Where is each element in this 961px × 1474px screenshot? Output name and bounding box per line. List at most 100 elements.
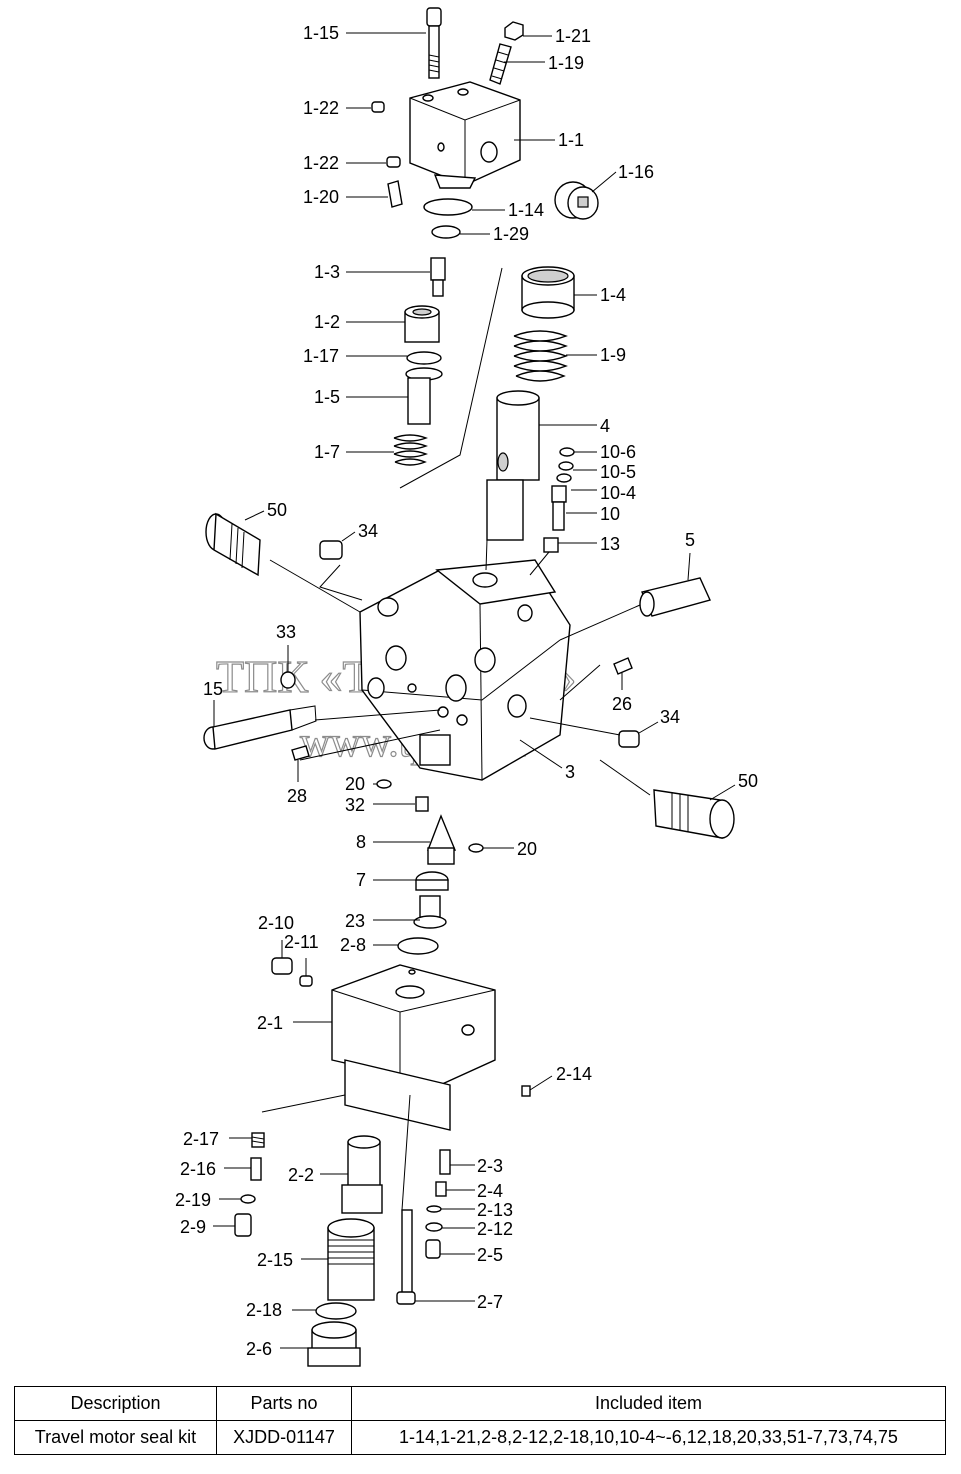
label-2-7: 2-7	[477, 1292, 503, 1312]
label-2-17: 2-17	[183, 1129, 219, 1149]
pin-28-part	[291, 745, 310, 761]
spool-4-part	[486, 390, 540, 541]
label-1-4: 1-4	[600, 285, 626, 305]
stud-1-19-part	[489, 43, 512, 85]
fitting-50a-part	[205, 512, 261, 577]
oring-10-5-part	[558, 461, 574, 471]
plug-2-11-part	[299, 975, 313, 987]
label-2-5: 2-5	[477, 1245, 503, 1265]
block-2-1-part	[331, 964, 496, 1131]
label-1-19: 1-19	[548, 53, 584, 73]
pin-10-part	[551, 485, 567, 531]
seal-kit-table: Description Parts no Included item Trave…	[14, 1386, 946, 1455]
label-1-22a: 1-22	[303, 98, 339, 118]
oring-1-29-part	[431, 225, 461, 239]
plug-23-part	[413, 895, 447, 929]
spacer-32-part	[415, 796, 429, 812]
main-block-3-part	[359, 559, 571, 781]
oring-2-8-part	[397, 937, 439, 955]
label-1-15: 1-15	[303, 23, 339, 43]
label-2-1: 2-1	[257, 1013, 283, 1033]
cap-1-2-part	[404, 305, 440, 343]
label-2-9: 2-9	[180, 1217, 206, 1237]
label-50b: 50	[738, 771, 758, 791]
label-1-9: 1-9	[600, 345, 626, 365]
label-2-14: 2-14	[556, 1064, 592, 1084]
exploded-parts-diagram: ТПК «Техно-Сиб» www.tpkts.ru	[175, 7, 758, 1367]
pin-1-20-part	[387, 180, 403, 208]
header-description: Description	[14, 1386, 217, 1421]
header-included-item: Included item	[351, 1386, 946, 1421]
plug-2-9-part	[234, 1213, 252, 1237]
bottom-valve-group	[234, 937, 531, 1367]
label-2-18: 2-18	[246, 1300, 282, 1320]
fitting-50b-part	[653, 789, 735, 839]
table-header-row: Description Parts no Included item	[14, 1386, 946, 1421]
label-32: 32	[345, 795, 365, 815]
label-5: 5	[685, 530, 695, 550]
label-8: 8	[356, 832, 366, 852]
plug-34a-part	[319, 540, 343, 560]
label-3: 3	[565, 762, 575, 782]
label-10-4: 10-4	[600, 483, 636, 503]
label-4: 4	[600, 416, 610, 436]
cell-parts-no: XJDD-01147	[216, 1420, 352, 1455]
label-13: 13	[600, 534, 620, 554]
oring-2-12-part	[425, 1222, 443, 1232]
spacer-13-part	[543, 537, 559, 553]
plug-34b-part	[618, 730, 640, 748]
label-26: 26	[612, 694, 632, 714]
poppet-1-5-part	[405, 367, 443, 425]
pin-1-3-part	[430, 257, 446, 297]
plug-2-10-part	[271, 957, 293, 975]
oring-2-13-part	[426, 1205, 442, 1213]
oring-1-14-part	[423, 198, 473, 216]
label-1-21: 1-21	[555, 26, 591, 46]
label-34b: 34	[660, 707, 680, 727]
label-1-1: 1-1	[558, 130, 584, 150]
pin-26-part	[613, 657, 633, 675]
spring-1-9-part	[513, 330, 568, 382]
label-2-13: 2-13	[477, 1200, 513, 1220]
plug-8-part	[426, 814, 457, 865]
label-2-16: 2-16	[180, 1159, 216, 1179]
spring-2-17-part	[251, 1132, 265, 1148]
plug-1-22b-part	[386, 156, 401, 168]
spring-1-7-part	[393, 434, 428, 466]
ring-7-part	[415, 871, 449, 891]
sleeve-1-4-part	[521, 266, 575, 319]
label-23: 23	[345, 911, 365, 931]
plug-1-16-part	[554, 181, 599, 220]
screw-2-14-part	[521, 1085, 531, 1097]
label-10-5: 10-5	[600, 462, 636, 482]
piston-2-2-part	[341, 1135, 383, 1214]
cell-description: Travel motor seal kit	[14, 1420, 217, 1455]
label-1-14: 1-14	[508, 200, 544, 220]
label-7: 7	[356, 870, 366, 890]
oring-10-4-part	[556, 473, 572, 483]
label-2-8: 2-8	[340, 935, 366, 955]
oring-10-6-part	[559, 447, 575, 457]
oring-1-17-part	[406, 351, 442, 365]
oring-20a-part	[376, 779, 392, 789]
label-2-15: 2-15	[257, 1250, 293, 1270]
oring-2-18-part	[315, 1302, 357, 1320]
label-2-6: 2-6	[246, 1339, 272, 1359]
cell-included-item: 1-14,1-21,2-8,2-12,2-18,10,10-4~-6,12,18…	[351, 1420, 946, 1455]
header-parts-no: Parts no	[216, 1386, 352, 1421]
label-1-17: 1-17	[303, 346, 339, 366]
label-33: 33	[276, 622, 296, 642]
pin-2-3-part	[439, 1149, 451, 1175]
part-labels: 1-15 1-21 1-19 1-22 1-1 1-22 1-16 1-20 1…	[175, 23, 758, 1359]
pin-2-16-part	[250, 1157, 262, 1181]
block-1-1-part	[409, 81, 521, 189]
plug-2-5-part	[425, 1239, 441, 1259]
plug-1-22a-part	[371, 101, 385, 113]
label-2-3: 2-3	[477, 1156, 503, 1176]
label-50a: 50	[267, 500, 287, 520]
label-20b: 20	[517, 839, 537, 859]
label-10: 10	[600, 504, 620, 524]
label-2-12: 2-12	[477, 1219, 513, 1239]
oring-2-19-part	[240, 1194, 256, 1204]
label-15: 15	[203, 679, 223, 699]
